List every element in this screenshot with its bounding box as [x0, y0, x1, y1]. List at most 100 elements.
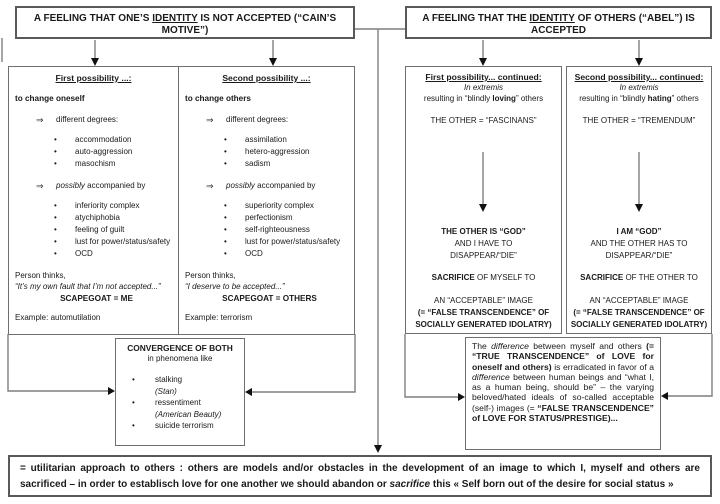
- scapegoat-label: SCAPEGOAT = OTHERS: [222, 294, 317, 303]
- example-label: Example: terrorism: [185, 313, 253, 322]
- item-main: stalking: [155, 375, 183, 384]
- item-main: suicide terrorism: [155, 421, 214, 430]
- bullet-icon: •: [54, 225, 57, 234]
- in-extremis-label: In extremis: [619, 83, 659, 92]
- list-item: •feeling of guilt: [54, 224, 178, 236]
- first-possibility-continued-box: First possibility... continued: In extre…: [405, 66, 562, 334]
- degrees-row: ⇒ different degrees:: [36, 115, 178, 125]
- bullet-icon: •: [224, 201, 227, 210]
- col2-to-convergence-connector: [252, 334, 356, 393]
- accompanied-list: •superiority complex •perfectionism •sel…: [179, 200, 354, 260]
- god-line: AND I HAVE TO: [454, 239, 513, 248]
- image-line: AN “ACCEPTABLE” IMAGE: [434, 296, 533, 305]
- bullet-icon: •: [54, 159, 57, 168]
- degrees-label: different degrees:: [226, 115, 289, 124]
- arrowhead-right-convergence: [108, 387, 115, 395]
- list-item-label: self-righteousness: [245, 225, 310, 234]
- degrees-row: ⇒ different degrees:: [206, 115, 354, 125]
- bullet-icon: •: [54, 201, 57, 210]
- convergence-title: CONVERGENCE OF BOTH: [127, 343, 233, 353]
- abel-title: A FEELING THAT THE IDENTITY OF OTHERS (“…: [422, 13, 695, 36]
- arrowhead-down-col1: [91, 58, 99, 66]
- list-item: • auto-aggression: [54, 146, 178, 158]
- col3-to-difference-connector: [404, 334, 458, 398]
- image-line: AN “ACCEPTABLE” IMAGE: [589, 296, 689, 305]
- resulting-label: resulting in “blindly hating” others: [579, 94, 699, 103]
- bullet-icon: •: [224, 249, 227, 258]
- arrowhead-left-difference: [661, 392, 668, 400]
- list-item: • self-righteousness: [224, 224, 354, 236]
- list-item: •perfectionism: [224, 212, 354, 224]
- god-block: THE OTHER IS “GOD” AND I HAVE TO DISAPPE…: [406, 226, 561, 262]
- accompanied-row: ⇒ possibly accompanied by: [36, 181, 178, 191]
- list-item-label: perfectionism: [245, 213, 293, 222]
- acceptable-image-block: AN “ACCEPTABLE” IMAGE (= “FALSE TRANSCEN…: [567, 295, 711, 331]
- list-item-label: ressentiment (American Beauty): [155, 397, 221, 420]
- arrowhead-down-col4: [635, 58, 643, 66]
- list-item: • stalking (Stan): [132, 374, 244, 397]
- difference-box: The difference between myself and others…: [465, 337, 661, 450]
- bullet-icon: •: [224, 237, 227, 246]
- list-item-label: superiority complex: [245, 201, 314, 210]
- arrowhead-down-banner: [374, 445, 382, 453]
- resulting-label: resulting in “blindly loving” others: [423, 94, 544, 103]
- example-label: Example: automutilation: [15, 313, 101, 322]
- first-possibility-continued-heading: First possibility... continued:: [425, 72, 542, 82]
- bullet-icon: •: [132, 375, 135, 384]
- first-possibility-heading: First possibility ...:: [55, 73, 132, 83]
- second-possibility-box: Second possibility ...: to change others…: [178, 66, 355, 335]
- second-possibility-heading: Second possibility ...:: [222, 73, 311, 83]
- accompanied-list: • inferiority complex •atychiphobia •feel…: [9, 200, 178, 260]
- col1-to-convergence-connector: [7, 334, 108, 392]
- god-line: AND THE OTHER HAS TO: [590, 239, 688, 248]
- list-item: •masochism: [54, 158, 178, 170]
- bullet-icon: •: [54, 249, 57, 258]
- in-extremis-label: In extremis: [463, 83, 504, 92]
- list-item: • ressentiment (American Beauty): [132, 397, 244, 420]
- cain-motive-box: A FEELING THAT ONE’S IDENTITY IS NOT ACC…: [15, 6, 355, 39]
- convergence-box: CONVERGENCE OF BOTH in phenomena like • …: [115, 338, 245, 446]
- list-item: •lust for power/status/safety: [224, 236, 354, 248]
- double-arrow-icon: ⇒: [36, 181, 44, 191]
- bullet-icon: •: [54, 147, 57, 156]
- utilitarian-banner: = utilitarian approach to others : other…: [8, 455, 712, 497]
- arrowhead-down-col2: [269, 58, 277, 66]
- false-transcendence-line: (= “FALSE TRANSCENDENCE” OF: [573, 308, 705, 317]
- list-item-label: inferiority complex: [75, 201, 140, 210]
- scapegoat-label: SCAPEGOAT = ME: [60, 294, 133, 303]
- list-item: •hetero-aggression: [224, 146, 354, 158]
- list-item-label: hetero-aggression: [245, 147, 310, 156]
- false-transcendence-line: (= “FALSE TRANSCENDENCE” OF: [417, 308, 550, 317]
- list-item: •assimilation: [224, 134, 354, 146]
- bullet-icon: •: [132, 421, 135, 430]
- list-item: •atychiphobia: [54, 212, 178, 224]
- list-item-label: auto-aggression: [75, 147, 133, 156]
- person-thinks-label: Person thinks,: [185, 271, 236, 280]
- person-thinks-label: Person thinks,: [15, 271, 66, 280]
- god-line: I AM “GOD”: [616, 227, 662, 236]
- list-item-label: OCD: [75, 249, 93, 258]
- god-line: THE OTHER IS “GOD”: [441, 227, 526, 236]
- god-line: DISAPPEAR/“DIE”: [605, 251, 673, 260]
- degrees-label: different degrees:: [56, 115, 119, 124]
- change-others-label: to change others: [185, 94, 251, 103]
- double-arrow-icon: ⇒: [206, 181, 214, 191]
- god-block: I AM “GOD” AND THE OTHER HAS TO DISAPPEA…: [567, 226, 711, 262]
- first-possibility-box: First possibility ...: to change oneself…: [8, 66, 179, 335]
- double-arrow-icon: ⇒: [36, 115, 44, 125]
- list-item: •accommodation: [54, 134, 178, 146]
- acceptable-image-block: AN “ACCEPTABLE” IMAGE (= “FALSE TRANSCEN…: [406, 295, 561, 331]
- list-item-label: lust for power/status/safety: [75, 237, 171, 246]
- item-main: ressentiment: [155, 398, 201, 407]
- list-item: • suicide terrorism: [132, 420, 244, 432]
- list-item: •OCD: [224, 248, 354, 260]
- bullet-icon: •: [54, 135, 57, 144]
- banner-text: = utilitarian approach to others : other…: [20, 463, 700, 490]
- item-sub: (American Beauty): [155, 409, 222, 419]
- bullet-icon: •: [224, 225, 227, 234]
- list-item-label: sadism: [245, 159, 271, 168]
- false-transcendence-line: SOCIALLY GENERATED IDOLATRY): [570, 320, 708, 329]
- sacrifice-line: SACRIFICE OF MYSELF TO: [431, 273, 536, 282]
- item-sub: (Stan): [155, 386, 177, 396]
